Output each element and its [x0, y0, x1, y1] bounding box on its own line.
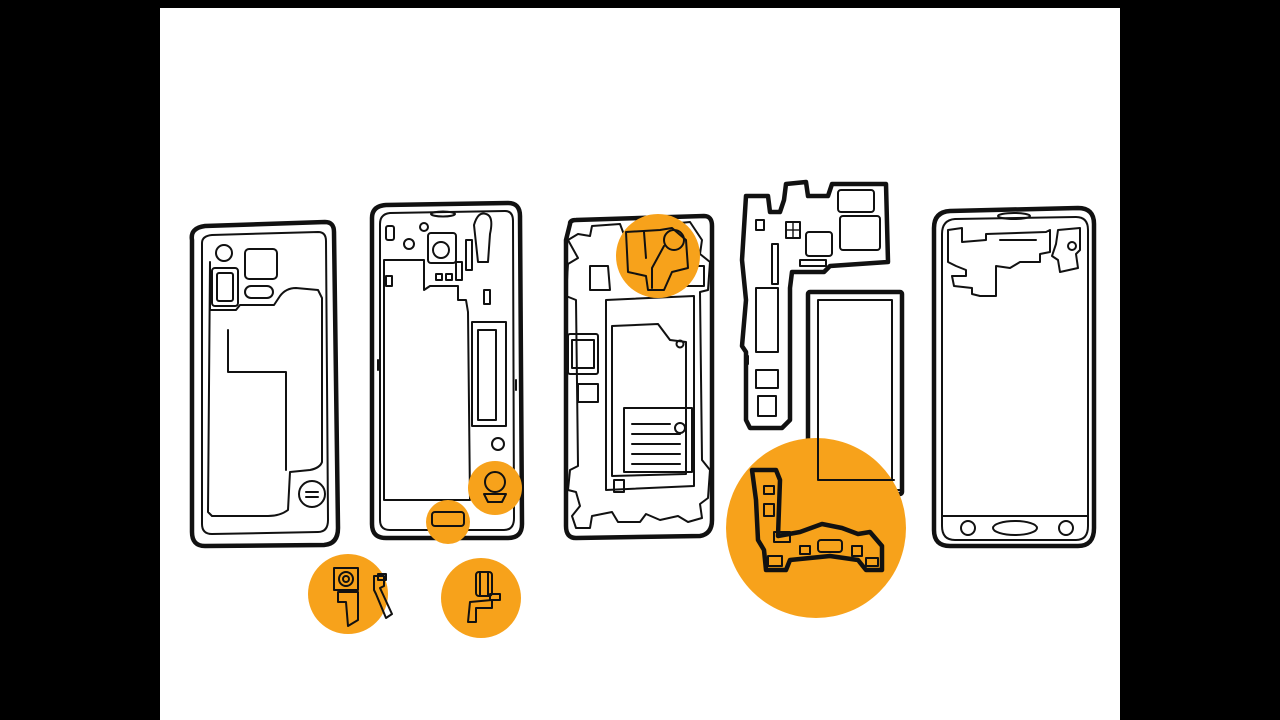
rear-camera-module-callout: [308, 554, 393, 634]
motherboard: [726, 179, 906, 618]
front-camera-module-callout: [441, 558, 521, 638]
speaker-highlight: [468, 461, 522, 515]
phone-exploded-diagram: [189, 179, 1097, 638]
display: [931, 205, 1097, 549]
midframe: [369, 200, 525, 544]
chassis: [563, 213, 715, 541]
back-cover: [189, 219, 341, 549]
diagram-canvas: [160, 8, 1120, 720]
